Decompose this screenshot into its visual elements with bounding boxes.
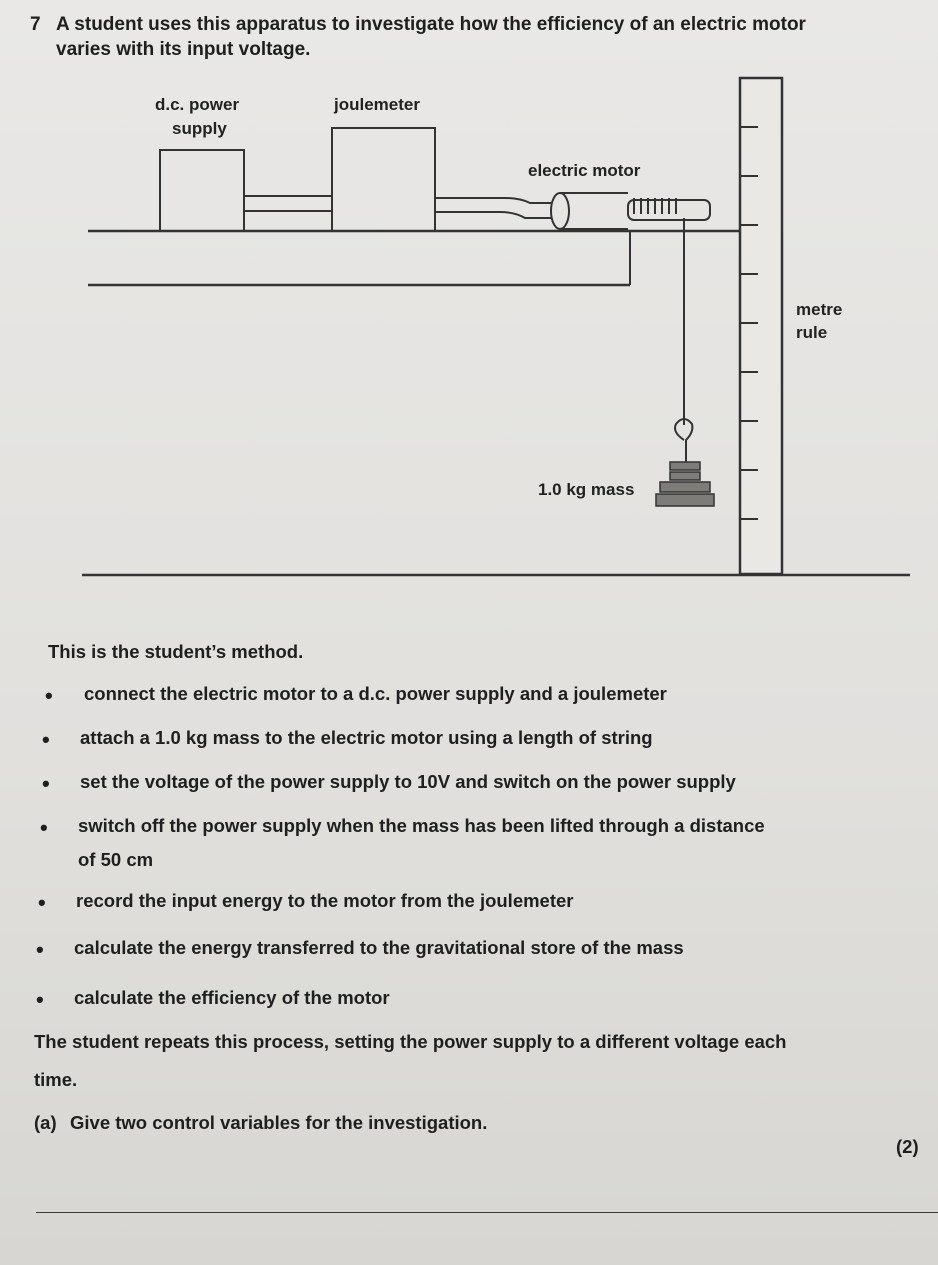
bullet: • bbox=[36, 987, 44, 1012]
part-a-label: (a) bbox=[34, 1112, 57, 1133]
mass-stack bbox=[655, 461, 715, 507]
label-mass: 1.0 kg mass bbox=[538, 480, 634, 499]
part-a-question: Give two control variables for the inves… bbox=[70, 1112, 488, 1133]
bullet: • bbox=[40, 815, 48, 840]
question-number: 7 bbox=[30, 14, 41, 35]
repeat-text-line1: The student repeats this process, settin… bbox=[34, 1031, 787, 1052]
bullet: • bbox=[36, 937, 44, 962]
metre-rule bbox=[738, 76, 784, 576]
method-step-3: set the voltage of the power supply to 1… bbox=[80, 771, 736, 792]
label-motor: electric motor bbox=[528, 161, 641, 180]
question-intro-line1: A student uses this apparatus to investi… bbox=[56, 14, 806, 35]
bullet: • bbox=[45, 683, 53, 708]
part-a-marks: (2) bbox=[896, 1136, 919, 1157]
label-power-supply-1: d.c. power bbox=[155, 95, 239, 114]
answer-line[interactable] bbox=[36, 1212, 938, 1213]
string-coil bbox=[633, 198, 677, 214]
label-joulemeter: joulemeter bbox=[333, 95, 420, 114]
hook bbox=[674, 418, 694, 462]
wire-jm-motor-1 bbox=[435, 197, 555, 204]
method-step-2: attach a 1.0 kg mass to the electric mot… bbox=[80, 727, 653, 748]
apparatus-diagram: d.c. power supply joulemeter electric mo… bbox=[82, 76, 910, 577]
bullet: • bbox=[38, 890, 46, 915]
motor-body bbox=[560, 192, 628, 230]
method-step-6: calculate the energy transferred to the … bbox=[74, 937, 684, 958]
power-supply-box bbox=[159, 149, 245, 232]
bullet: • bbox=[42, 727, 50, 752]
label-power-supply-2: supply bbox=[172, 119, 227, 138]
joulemeter-box bbox=[331, 127, 436, 232]
repeat-text-line2: time. bbox=[34, 1069, 78, 1090]
method-step-4-cont: of 50 cm bbox=[78, 849, 154, 870]
metre-rule-ticks bbox=[740, 126, 758, 520]
method-step-4: switch off the power supply when the mas… bbox=[78, 815, 765, 836]
method-step-7: calculate the efficiency of the motor bbox=[74, 987, 390, 1008]
motor-end bbox=[550, 192, 570, 230]
question-intro-line2: varies with its input voltage. bbox=[56, 39, 311, 60]
method-step-1: connect the electric motor to a d.c. pow… bbox=[84, 683, 667, 704]
label-metre-rule-2: rule bbox=[796, 323, 827, 342]
wire-jm-motor-2 bbox=[435, 211, 555, 219]
bullet: • bbox=[42, 771, 50, 796]
method-step-5: record the input energy to the motor fro… bbox=[76, 890, 574, 911]
method-heading: This is the student’s method. bbox=[48, 641, 304, 662]
label-metre-rule-1: metre bbox=[796, 300, 842, 319]
